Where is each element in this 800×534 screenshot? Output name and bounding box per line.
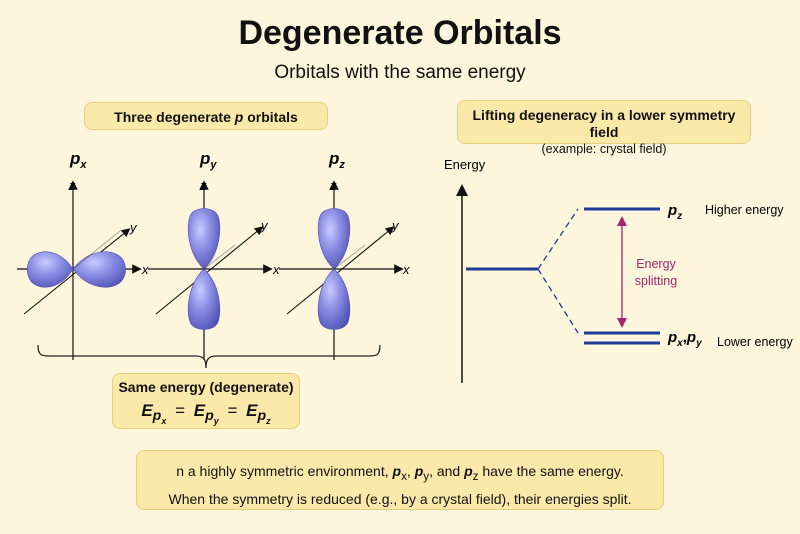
orbital-label-py: py [199, 149, 217, 171]
svg-text:x: x [272, 262, 280, 277]
degeneracy-equation: Epx = Epy = Epz [141, 401, 271, 427]
svg-text:y: y [129, 220, 138, 235]
page-subtitle: Orbitals with the same energy [274, 62, 526, 83]
svg-text:y: y [260, 218, 269, 233]
same-energy-box: Same energy (degenerate) Epx = Epy = Epz [112, 373, 300, 429]
same-energy-label: Same energy (degenerate) [118, 379, 294, 395]
page-title: Degenerate Orbitals [238, 14, 562, 52]
upper-level-label: pz [667, 202, 682, 222]
lower-energy-note: Lower energy [717, 335, 793, 349]
py-orbital: x z y [148, 178, 280, 360]
svg-text:x: x [402, 262, 410, 277]
lower-level-label: px,py [667, 329, 702, 349]
svg-text:x: x [141, 262, 149, 277]
degeneracy-brace [37, 344, 381, 369]
energy-diagram: Energy Energy splitting pz Higher energy… [444, 157, 793, 383]
lifting-degeneracy-heading-box: Lifting degeneracy in a lower symmetry f… [457, 100, 751, 156]
splitting-label-1: Energy [636, 257, 676, 271]
degenerate-orbitals-heading-box: Three degenerate p orbitals [84, 102, 328, 130]
lifting-subheading: (example: crystal field) [541, 142, 667, 156]
split-connector-down [537, 268, 579, 334]
higher-energy-note: Higher energy [705, 203, 784, 217]
svg-text:y: y [391, 218, 400, 233]
explanation-box: n a highly symmetric environment, px, py… [136, 450, 664, 510]
heading-prefix: Three degenerate [114, 109, 235, 125]
explanation-line-1: n a highly symmetric environment, px, py… [176, 463, 624, 483]
px-orbital: x z y [17, 178, 149, 360]
orbital-label-pz: pz [328, 149, 345, 171]
explanation-line-2: When the symmetry is reduced (e.g., by a… [168, 490, 632, 507]
svg-text:z: z [199, 178, 207, 193]
pz-orbital: x z y [279, 178, 410, 360]
splitting-label-2: splitting [635, 274, 677, 288]
energy-axis-label: Energy [444, 157, 486, 172]
orbital-label-px: px [69, 149, 87, 171]
svg-text:z: z [329, 178, 337, 193]
split-connector-up [537, 208, 579, 270]
heading-var: p [234, 109, 244, 125]
heading-suffix: orbitals [243, 109, 298, 125]
lifting-heading: Lifting degeneracy in a lower symmetry f… [472, 107, 736, 140]
svg-text:z: z [68, 178, 76, 193]
